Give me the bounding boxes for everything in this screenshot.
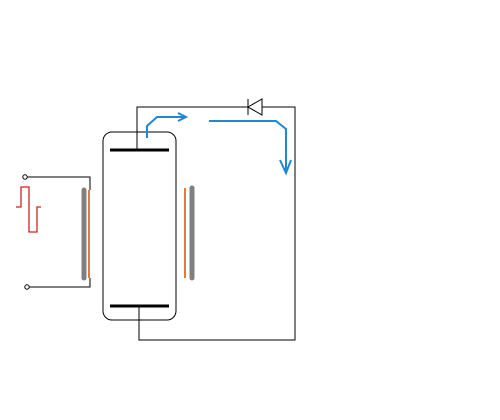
square-wave-source <box>16 186 41 233</box>
flow-arrow-1 <box>146 112 189 138</box>
input-wire-bottom <box>27 278 91 288</box>
input-terminal-bottom <box>24 284 30 290</box>
top-wire <box>136 106 248 150</box>
vessel <box>102 131 177 321</box>
diode <box>246 98 263 116</box>
input-terminal-top <box>22 174 28 180</box>
input-wire-top <box>27 176 91 190</box>
right-wire <box>138 106 296 341</box>
diode-triangle <box>246 98 263 116</box>
flow-arrow-2 <box>209 120 292 176</box>
